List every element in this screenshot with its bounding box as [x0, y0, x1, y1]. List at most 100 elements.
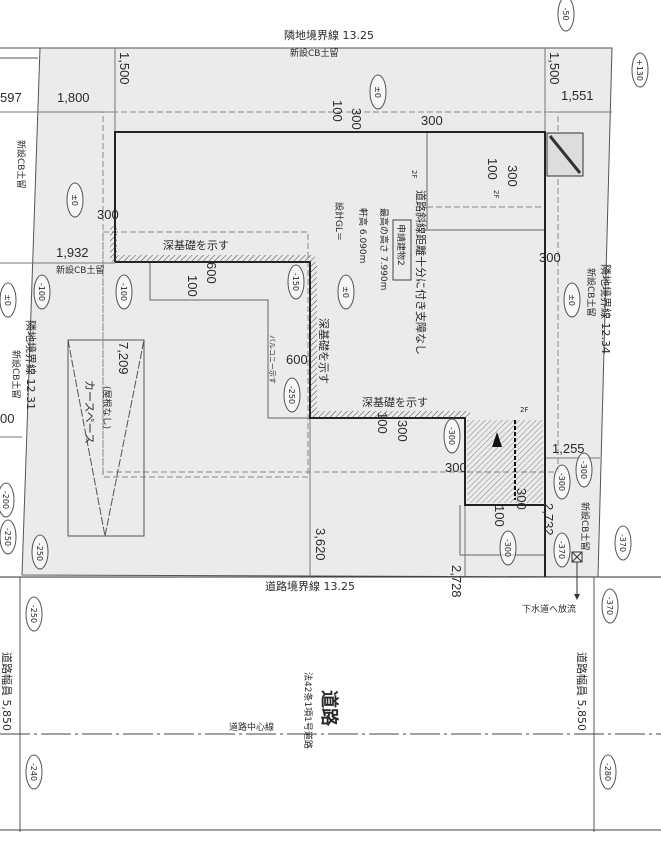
max-height: 最高の高さ 7.990m: [378, 208, 390, 290]
road-boundary-label: 道路境界線 13.25: [265, 579, 355, 593]
floor-label: 2F: [410, 170, 418, 178]
dimension: 7,209: [116, 342, 131, 375]
level-marker: -300: [553, 464, 571, 500]
level-marker: ±0: [563, 282, 581, 318]
dimension: 1,255: [552, 441, 585, 456]
dimension: 100: [330, 100, 345, 122]
dimension: 3,620: [313, 528, 328, 561]
dimension: 300: [514, 488, 529, 510]
level-value: -250: [29, 605, 38, 623]
level-marker: -250: [0, 519, 17, 555]
dimension: 1,500: [547, 52, 562, 85]
level-marker: ±0: [66, 182, 84, 218]
level-marker-ellipse: [115, 274, 133, 310]
level-marker: ±0: [0, 282, 17, 318]
balcony-note: バルコニー示す: [268, 335, 276, 384]
level-value: -370: [618, 534, 627, 552]
level-marker-ellipse: [631, 52, 649, 88]
level-marker: -250: [283, 377, 301, 413]
car-space: [67, 339, 145, 537]
dimension: 300: [395, 420, 410, 442]
level-marker: -250: [31, 534, 49, 570]
design-gl: 設計GL＝: [333, 202, 345, 241]
dimension: 1,800: [57, 90, 90, 105]
deep-foundation-note: 深基礎を示す: [362, 396, 428, 409]
deep-foundation-hatch: [310, 262, 317, 412]
level-marker: -300: [443, 418, 461, 454]
level-marker-ellipse: [557, 0, 575, 32]
dimension: 300: [539, 250, 561, 265]
level-marker-ellipse: [66, 182, 84, 218]
floor-label: 2F: [520, 406, 528, 414]
dimension: 100: [185, 275, 200, 297]
roof-none-note: (屋根なし): [101, 386, 113, 429]
top-boundary-label: 隣地境界線 13.25: [284, 28, 374, 42]
level-value: ±0: [567, 294, 576, 306]
level-marker: -300: [575, 452, 593, 488]
level-value: -100: [119, 283, 128, 301]
level-value: -250: [3, 528, 12, 546]
sewer-note: 下水道へ放流: [522, 603, 576, 615]
level-marker-ellipse: [443, 418, 461, 454]
level-marker-ellipse: [0, 519, 17, 555]
level-value: -300: [579, 461, 588, 479]
level-value: -300: [557, 473, 566, 491]
dimension: 300: [97, 207, 119, 222]
level-marker: -150: [287, 264, 305, 300]
level-value: -250: [287, 386, 296, 404]
retaining-wall-label: 新設CB土留: [15, 140, 27, 188]
dimension: 2,728: [449, 565, 464, 598]
retaining-wall-label: 新設CB土留: [585, 268, 597, 316]
dimension: 2,732: [541, 503, 556, 536]
setback-note: 道路斜線距離十分に付き支障なし: [414, 190, 428, 355]
dimension: 1,551: [561, 88, 594, 103]
level-value: -150: [291, 273, 300, 291]
dimension: 600: [204, 262, 219, 284]
eave-height: 軒高 6.090m: [357, 208, 369, 263]
building-name-box: [392, 219, 412, 281]
dimension: 100: [492, 505, 507, 527]
retaining-wall-label: 新設CB土留: [56, 264, 104, 276]
dimension: 597: [0, 90, 22, 105]
dimension: 300: [349, 108, 364, 130]
dimension: 1,932: [56, 245, 89, 260]
dimension: 300: [505, 165, 520, 187]
building-outline: [114, 131, 546, 577]
level-value: -300: [503, 539, 512, 557]
deep-foundation-note: 深基礎を示す: [163, 239, 229, 252]
level-marker-ellipse: [599, 754, 617, 790]
level-value: -280: [603, 763, 612, 781]
level-marker-ellipse: [614, 525, 632, 561]
level-value: -370: [557, 541, 566, 559]
dimension: 300: [421, 113, 443, 128]
level-marker-ellipse: [25, 754, 43, 790]
level-value: -300: [447, 427, 456, 445]
level-marker: -370: [614, 525, 632, 561]
car-space-marker: [67, 339, 145, 537]
level-marker: +130: [631, 52, 649, 88]
level-value: +130: [635, 59, 644, 81]
retaining-wall-label: 新設CB土留: [579, 502, 591, 550]
level-marker: ±0: [369, 74, 387, 110]
level-marker-ellipse: [287, 264, 305, 300]
dimension: 300: [445, 460, 467, 475]
road-width-left: 道路幅員 5,850: [0, 652, 14, 731]
level-value: -50: [561, 7, 570, 20]
dimension: 600: [286, 352, 308, 367]
stair-hatch: [467, 420, 543, 503]
road-width-right: 道路幅員 5,850: [575, 652, 589, 731]
level-marker-ellipse: [499, 530, 517, 566]
dimension: 100: [485, 158, 500, 180]
level-marker-ellipse: [553, 464, 571, 500]
level-marker-ellipse: [33, 274, 51, 310]
floor-label: 2F: [492, 190, 500, 198]
level-value: ±0: [70, 194, 79, 206]
level-marker: -280: [599, 754, 617, 790]
level-value: -240: [29, 763, 38, 781]
level-marker: -240: [25, 754, 43, 790]
road-name: 道路: [318, 690, 340, 727]
deep-foundation-hatch: [115, 255, 315, 262]
retaining-wall-label: 新設CB土留: [10, 350, 22, 398]
level-marker-ellipse: [283, 377, 301, 413]
level-marker-ellipse: [369, 74, 387, 110]
